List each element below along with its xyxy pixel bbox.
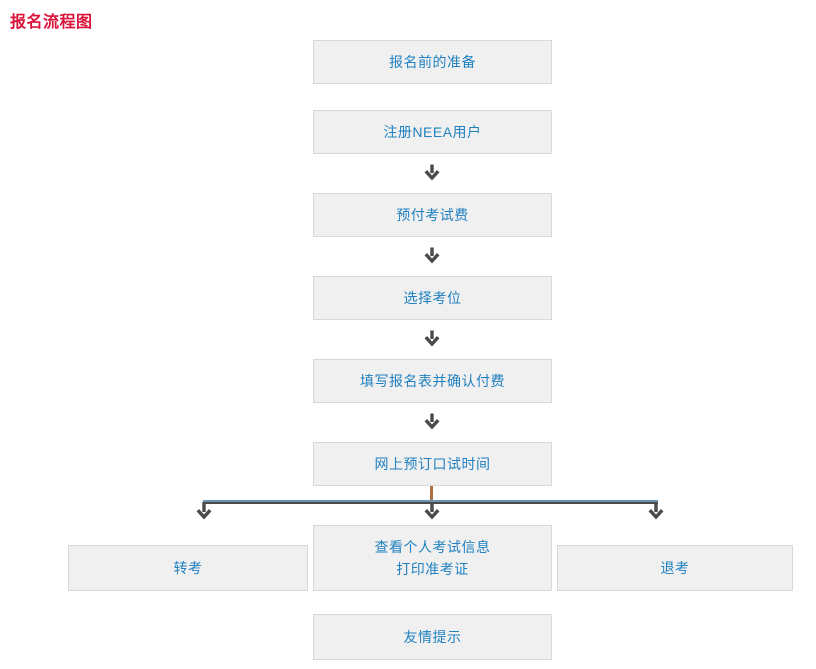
branch-view-info-print-ticket: 查看个人考试信息 打印准考证 — [313, 525, 552, 591]
branch-label-line2: 打印准考证 — [396, 561, 469, 577]
flow-step-label: 网上预订口试时间 — [374, 455, 491, 472]
flow-step-label: 注册NEEA用户 — [383, 123, 482, 140]
flow-step-label: 报名前的准备 — [389, 53, 476, 70]
branch-withdraw-exam: 退考 — [557, 545, 793, 591]
flow-step-book-speaking-time: 网上预订口试时间 — [313, 442, 552, 486]
flow-step-prepay-fee: 预付考试费 — [313, 193, 552, 237]
flow-step-label: 选择考位 — [403, 289, 462, 306]
footer-label: 友情提示 — [403, 628, 462, 645]
flow-step-label: 预付考试费 — [396, 206, 469, 223]
branch-label: 转考 — [173, 559, 203, 576]
arrow-down-icon — [424, 247, 440, 264]
arrow-down-icon — [424, 502, 440, 520]
flow-step-register-neea: 注册NEEA用户 — [313, 110, 552, 154]
branch-label: 退考 — [660, 559, 690, 576]
branch-connector-stub — [430, 486, 433, 502]
flow-step-preparation: 报名前的准备 — [313, 40, 552, 84]
arrow-down-icon — [424, 413, 440, 430]
arrow-down-icon — [648, 502, 664, 520]
arrow-down-icon — [424, 330, 440, 347]
arrow-down-icon — [424, 164, 440, 181]
flow-step-label: 填写报名表并确认付费 — [360, 372, 505, 389]
page-title: 报名流程图 — [10, 14, 93, 31]
flow-step-select-seat: 选择考位 — [313, 276, 552, 320]
branch-label-line1: 查看个人考试信息 — [374, 538, 491, 555]
arrow-down-icon — [196, 502, 212, 520]
footer-friendly-reminder: 友情提示 — [313, 614, 552, 660]
branch-transfer-exam: 转考 — [68, 545, 308, 591]
flow-step-fill-form-confirm-payment: 填写报名表并确认付费 — [313, 359, 552, 403]
